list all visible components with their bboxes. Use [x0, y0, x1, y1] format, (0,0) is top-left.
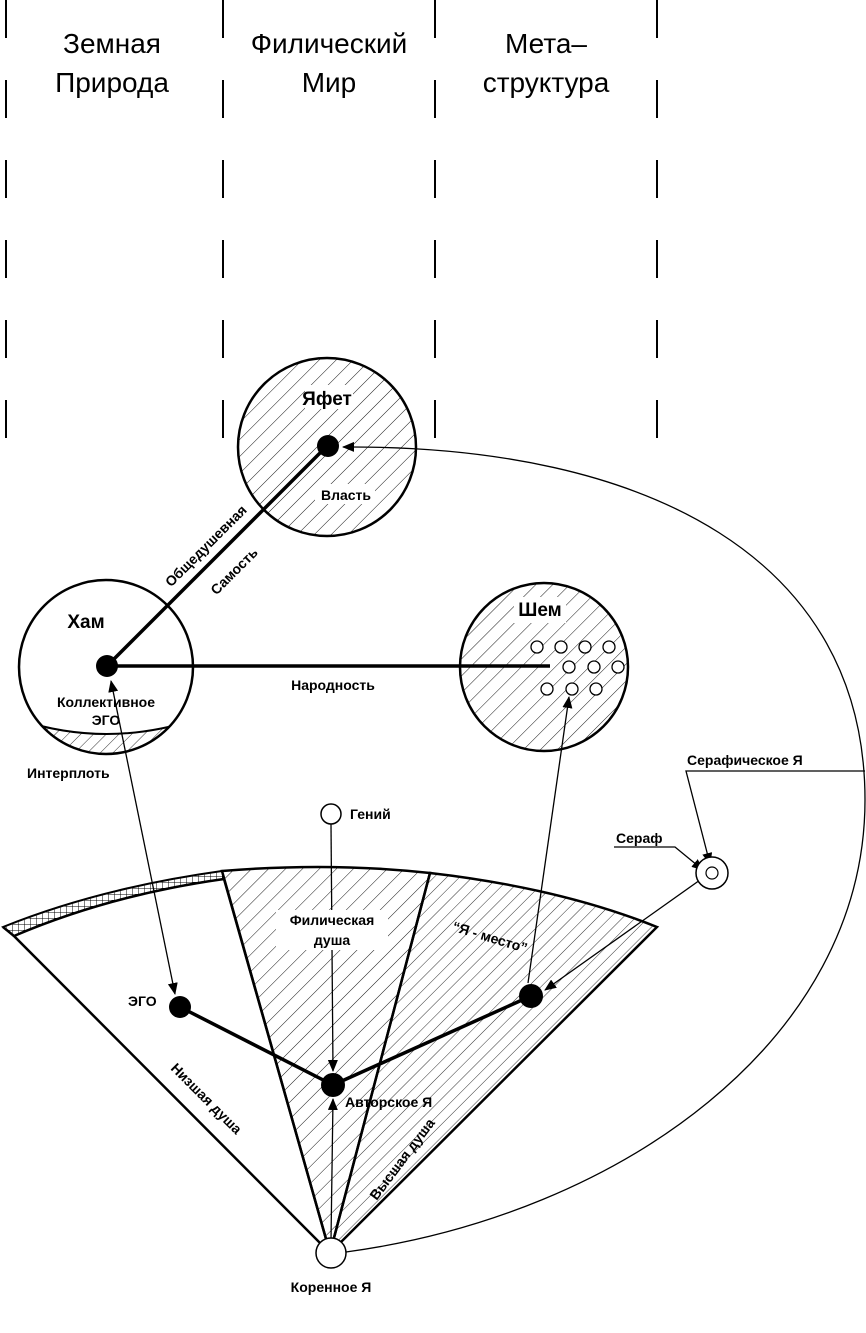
selfhood-label: Самость [207, 544, 261, 598]
shem-dot [530, 640, 544, 654]
yafet-label-bg [305, 385, 353, 409]
root-self-label: Коренное Я [291, 1279, 372, 1295]
shem-dots [530, 640, 625, 696]
root-to-yafet-arc [342, 441, 866, 1253]
column-header-earthly: Земная [63, 28, 161, 59]
ham-node [96, 655, 118, 677]
shem-dot [602, 640, 616, 654]
column-headers: Земная Природа Филический Мир Мета– стру… [55, 28, 610, 98]
ham-yafet-line [105, 444, 329, 668]
place-shem-arrow [527, 696, 573, 984]
connection-label-bg [162, 502, 249, 589]
column-header-meta: Мета– [505, 28, 587, 59]
philic-soul-label: Филическая [290, 912, 375, 928]
seraphic-self-label: Серафическое Я [687, 752, 803, 768]
author-place-line [332, 994, 532, 1087]
shem-dot [578, 640, 592, 654]
column-header-philic: Филический [251, 28, 408, 59]
seraph-place-arrow [544, 879, 701, 991]
shem-label: Шем [518, 600, 561, 621]
shem-dot [565, 682, 579, 696]
ego-node [169, 996, 191, 1018]
root-author-arrow [327, 1098, 338, 1241]
seraphic-self-pointer [685, 770, 865, 865]
root-self-node [315, 1237, 347, 1269]
genius-label: Гений [350, 806, 391, 822]
author-self-label: Авторское Я [345, 1094, 432, 1110]
philic-soul-sector [220, 865, 432, 1258]
shem-dot [587, 660, 601, 674]
ego-label: ЭГО [128, 993, 157, 1009]
place-self-node [519, 984, 543, 1008]
ham-circle: Хам Коллективное ЭГО Интерплоть [17, 578, 195, 781]
ham-label: Хам [67, 612, 104, 633]
shem-label-bg [514, 597, 566, 623]
collective-ego-label: ЭГО [92, 712, 121, 728]
shem-dot [589, 682, 603, 696]
power-label: Власть [321, 487, 371, 503]
shem-dot [562, 660, 576, 674]
seraph-label: Сераф [616, 830, 662, 846]
ego-ham-arrow [108, 680, 178, 995]
yafet-label: Яфет [302, 389, 352, 410]
author-self-node [321, 1073, 345, 1097]
shem-dot [554, 640, 568, 654]
philic-label-bg [276, 910, 388, 950]
seraph-node-inner [705, 866, 719, 880]
collective-ego-label: Коллективное [57, 694, 155, 710]
ego-author-line [179, 1005, 334, 1087]
nationhood-label: Народность [291, 677, 375, 693]
seraph-pointer [614, 846, 704, 871]
genius-node [320, 803, 342, 825]
philic-soul-label: душа [314, 932, 351, 948]
power-label-bg [315, 484, 375, 504]
column-header-earthly: Природа [55, 67, 169, 98]
yafet-node [317, 435, 339, 457]
column-header-philic: Мир [302, 67, 357, 98]
fan-edge [2, 926, 15, 937]
interflesh-label: Интерплоть [27, 765, 110, 781]
column-header-meta: структура [483, 67, 610, 98]
diagram-nodes [96, 435, 729, 1269]
shem-dot [611, 660, 625, 674]
shem-dot [540, 682, 554, 696]
